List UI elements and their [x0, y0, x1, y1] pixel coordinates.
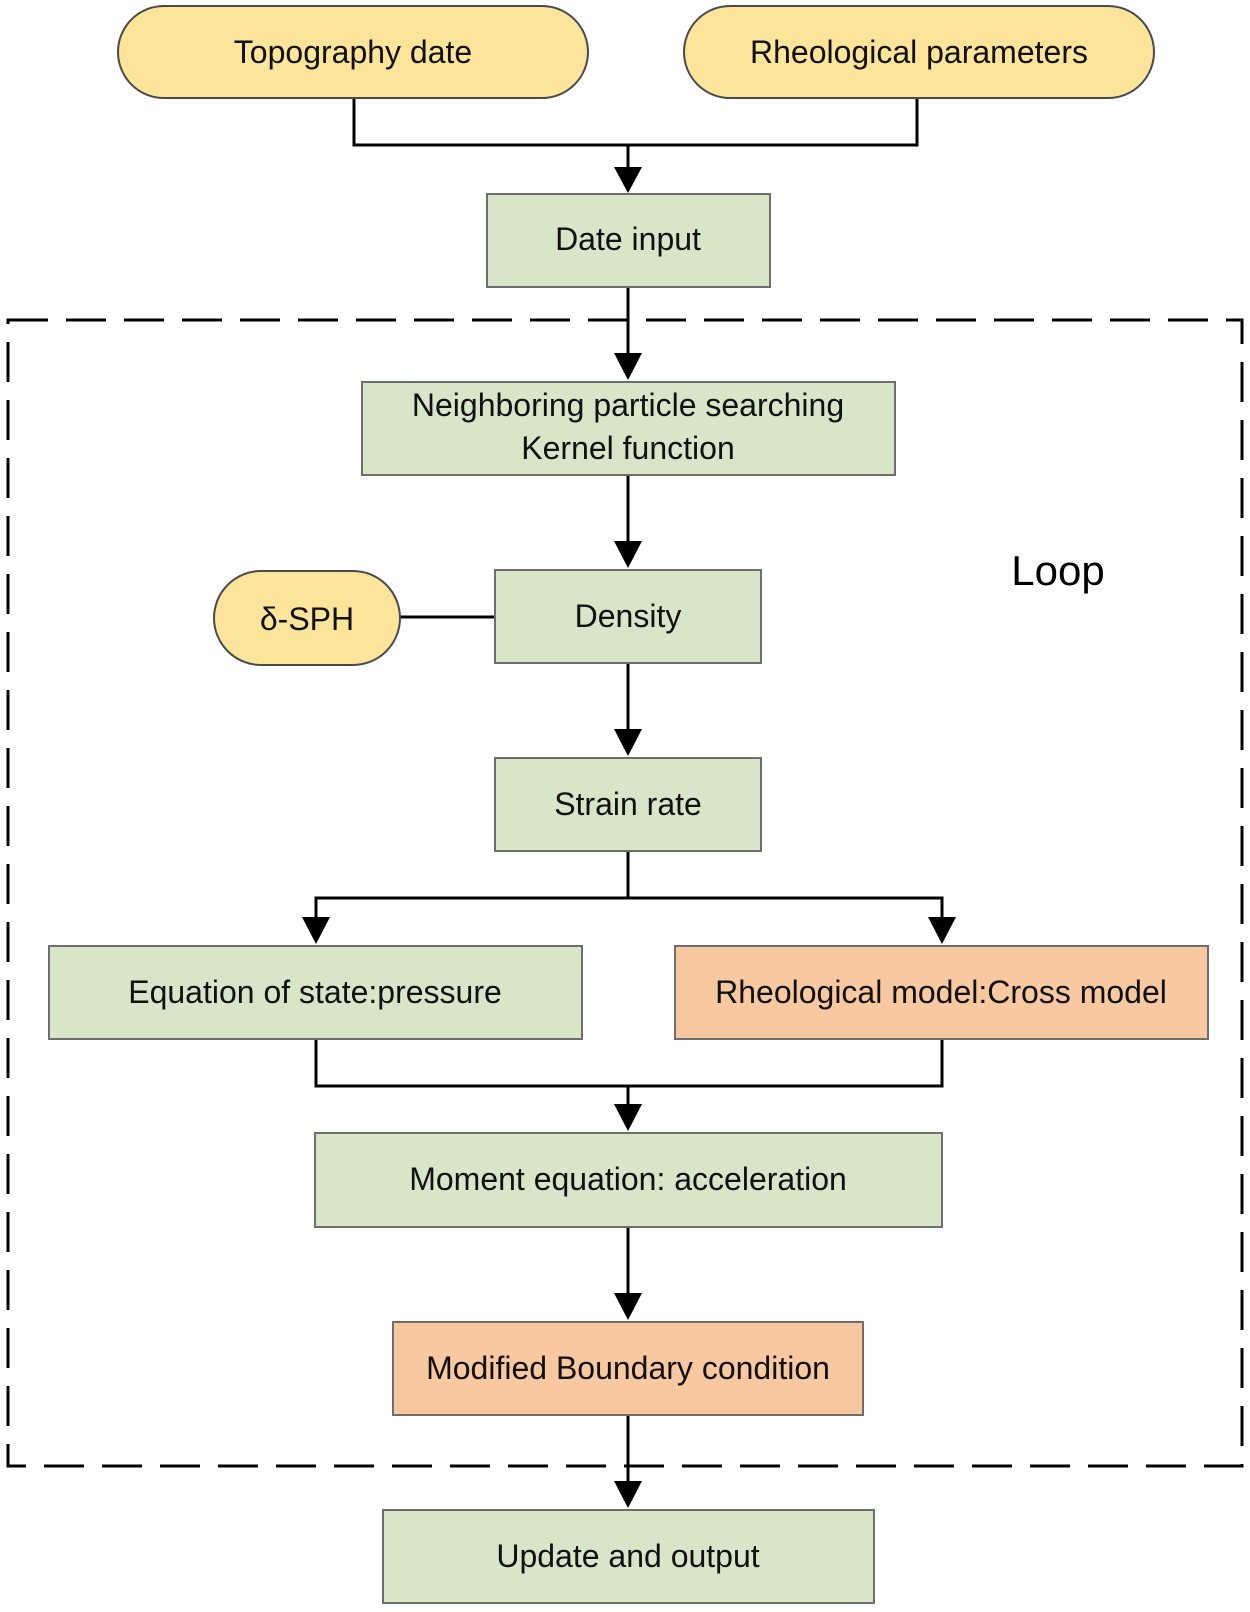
connector-topography: [352, 98, 628, 147]
node-density-label: Density: [575, 598, 682, 634]
node-update-output: Update and output: [382, 1509, 875, 1604]
node-rheological-model-label: Rheological model:Cross model: [715, 974, 1167, 1010]
node-strain-rate-label: Strain rate: [554, 786, 702, 822]
node-neighbor-search: Neighboring particle searching Kernel fu…: [361, 381, 896, 476]
node-boundary-condition: Modified Boundary condition: [392, 1321, 864, 1416]
node-strain-rate: Strain rate: [494, 757, 762, 852]
arrowhead-moment: [614, 1104, 642, 1131]
arrowhead-equation-of-state: [302, 917, 330, 944]
node-density: Density: [494, 569, 762, 664]
node-rheological-model: Rheological model:Cross model: [674, 945, 1209, 1040]
loop-label: Loop: [1011, 547, 1104, 594]
node-update-output-label: Update and output: [496, 1538, 759, 1574]
node-moment-equation: Moment equation: acceleration: [314, 1132, 943, 1228]
loop-boundary: [6, 318, 1244, 1468]
node-equation-of-state-label: Equation of state:pressure: [128, 974, 502, 1010]
connectors: [302, 98, 956, 1508]
node-neighbor-search-line2: Kernel function: [521, 430, 734, 466]
connector-strain-split-right: [628, 896, 944, 920]
connector-merge: [314, 1039, 944, 1088]
node-rheological-params: Rheological parameters: [683, 5, 1155, 99]
connector-rheological-params: [628, 98, 919, 147]
node-neighbor-search-line1: Neighboring particle searching: [412, 387, 844, 423]
connector-strain-split: [314, 851, 630, 920]
arrowhead-density: [614, 541, 642, 568]
node-rheological-params-label: Rheological parameters: [750, 34, 1088, 70]
arrowhead-date-input: [614, 167, 642, 193]
arrowhead-strain-rate: [614, 729, 642, 756]
arrowhead-update: [614, 1481, 642, 1508]
arrowhead-rheological-model: [928, 917, 956, 944]
node-delta-sph: δ-SPH: [213, 570, 401, 666]
node-date-input-label: Date input: [555, 221, 701, 257]
arrowhead-neighbor: [614, 353, 642, 380]
node-boundary-condition-label: Modified Boundary condition: [426, 1350, 830, 1386]
node-delta-sph-label: δ-SPH: [260, 601, 354, 637]
node-topography-label: Topography date: [234, 34, 472, 70]
node-moment-equation-label: Moment equation: acceleration: [409, 1161, 847, 1197]
node-topography: Topography date: [117, 5, 589, 99]
node-date-input: Date input: [486, 193, 771, 288]
node-equation-of-state: Equation of state:pressure: [48, 945, 583, 1040]
arrowhead-boundary: [614, 1293, 642, 1320]
